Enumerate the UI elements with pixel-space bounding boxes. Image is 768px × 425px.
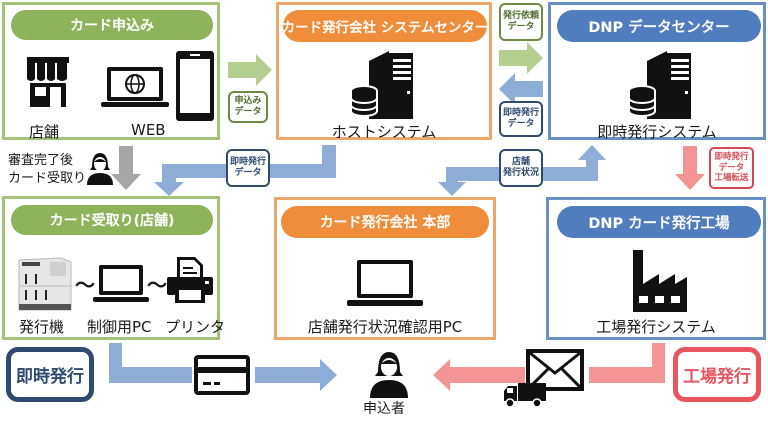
arrow-dnp-to-factory [675, 146, 705, 190]
tag-application-data: 申込み データ [228, 91, 268, 123]
smartphone-icon [176, 51, 214, 121]
credit-card-icon [194, 355, 250, 395]
applicant-label: 申込者 [363, 401, 405, 417]
mail-envelope-icon [526, 349, 584, 391]
tag-store-issue-status: 店舗 発行状況 [499, 149, 543, 187]
item-label-control-pc: 制御用PC [87, 318, 152, 336]
tag-issue-request-data: 発行依頼 データ [499, 3, 543, 41]
tag-instant-issue-data: 即時発行 データ [499, 101, 543, 137]
laptop-icon [347, 260, 423, 306]
panel-issuer-headquarters: カード発行会社 本部 店舗発行状況確認用PC [274, 197, 496, 340]
laptop-icon [93, 265, 149, 302]
delivery-truck-icon [504, 383, 546, 408]
card-issuing-machine-icon [18, 257, 72, 311]
arrow-application-to-pickup [111, 146, 141, 190]
panel-title: カード発行会社 システムセンター [282, 10, 488, 42]
host-system-label: ホストシステム [331, 123, 437, 141]
tag-instant-issue-data-mid: 即時発行 データ [226, 149, 270, 187]
factory-system-label: 工場発行システム [596, 318, 716, 336]
panel-title: カード申込み [11, 10, 213, 40]
store-icon [27, 57, 69, 107]
arrow-card-to-applicant [255, 359, 337, 391]
person-icon [87, 153, 113, 185]
factory-icon [633, 250, 687, 312]
badge-instant-issue: 即時発行 [6, 347, 94, 402]
panel-card-pickup-store: カード受取り(店舗) 〜 〜 発行機 制御用PC プリンタ [2, 196, 225, 340]
arrow-mail-to-applicant [433, 359, 525, 391]
printer-icon [167, 257, 213, 303]
applicant-person-icon [370, 352, 408, 398]
screening-note: 審査完了後 カード受取り [8, 153, 87, 186]
server-icon [350, 51, 413, 119]
item-label-printer: プリンタ [165, 318, 226, 336]
panel-dnp-card-factory: DNP カード発行工場 工場発行システム [546, 197, 766, 340]
instant-issue-system-label: 即時発行システム [597, 123, 717, 141]
arrow-factory-to-mail [589, 343, 665, 383]
badge-factory-issue: 工場発行 [673, 347, 761, 402]
arrow-dnp-to-host [499, 73, 543, 105]
panel-title: カード受取り(店舗) [11, 205, 213, 235]
tag-factory-transfer: 即時発行 データ 工場転送 [709, 147, 754, 189]
panel-issuer-system-center: カード発行会社 システムセンター ホストシステム [276, 2, 492, 141]
item-label-issuing-machine: 発行機 [19, 318, 65, 336]
server-icon [628, 51, 691, 119]
laptop-web-icon [101, 67, 169, 107]
status-check-pc-label: 店舗発行状況確認用PC [307, 318, 463, 336]
panel-dnp-data-center: DNP データセンター 即時発行システム [548, 2, 766, 141]
panel-title: カード発行会社 本部 [281, 206, 489, 238]
connector-tilde: 〜 [75, 273, 95, 297]
panel-title: DNP データセンター [557, 10, 761, 42]
item-label-store: 店舗 [29, 123, 60, 141]
arrow-host-to-dnp [499, 42, 543, 74]
panel-title: DNP カード発行工場 [557, 206, 761, 238]
item-label-web: WEB [131, 121, 166, 139]
connector-tilde: 〜 [147, 273, 167, 297]
panel-card-application: カード申込み 店舗 WEB [2, 2, 220, 141]
arrow-application-to-host [228, 54, 272, 86]
arrow-pickup-to-applicant [109, 343, 192, 383]
